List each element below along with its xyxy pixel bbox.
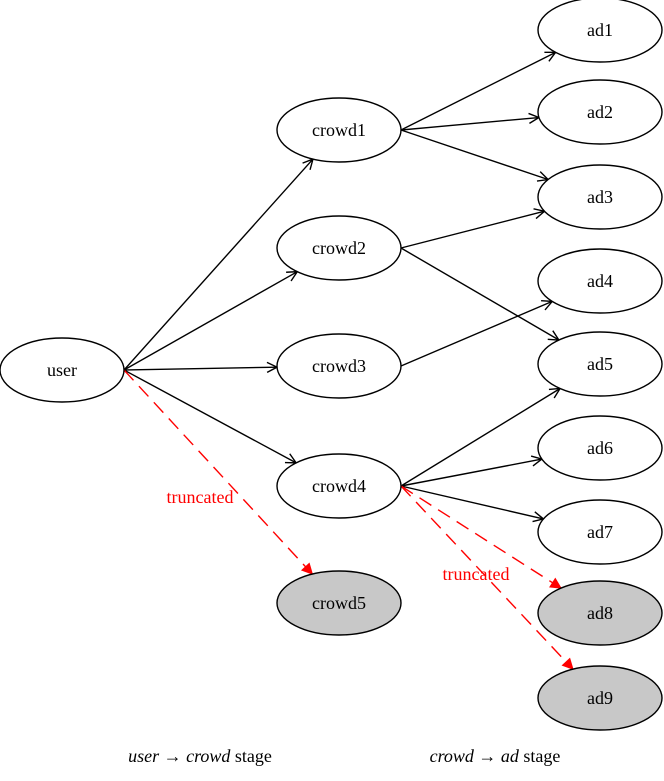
node-ad4-shape [537, 248, 663, 314]
node-ad1: ad1 [537, 0, 663, 63]
node-ad1-shape [537, 0, 663, 63]
edge-crowd3-ad4 [400, 301, 552, 367]
node-crowd3: crowd3 [276, 333, 402, 399]
stage2-caption: crowd → ad stage [430, 746, 561, 766]
edge-crowd4-ad7 [400, 485, 543, 519]
edge-user-crowd5 [123, 369, 312, 574]
node-crowd4: crowd4 [276, 453, 402, 519]
node-ad8-label: ad8 [587, 603, 613, 623]
edge-user-crowd2 [123, 272, 297, 371]
node-ad7-shape [537, 499, 663, 565]
node-ad6: ad6 [537, 415, 663, 481]
edge-user-crowd4 [123, 369, 296, 463]
node-ad1-label: ad1 [587, 20, 613, 40]
edge-crowd1-ad2 [400, 118, 539, 131]
edge-crowd4-ad6 [400, 459, 542, 487]
node-crowd4-shape [276, 453, 402, 519]
stage2-caption-to: ad [501, 746, 520, 766]
node-user-label: user [47, 360, 77, 380]
node-crowd2: crowd2 [276, 215, 402, 281]
node-user: user [0, 337, 125, 403]
edge-crowd1-ad1 [400, 52, 556, 131]
node-ad4: ad4 [537, 248, 663, 314]
node-ad3: ad3 [537, 164, 663, 230]
node-ad2-shape [537, 79, 663, 145]
edge-user-crowd3 [123, 367, 277, 370]
node-ad8-shape [537, 580, 663, 646]
node-ad8: ad8 [537, 580, 663, 646]
edge-crowd1-ad3 [400, 129, 548, 180]
node-ad2: ad2 [537, 79, 663, 145]
edges [123, 52, 573, 669]
node-crowd3-label: crowd3 [312, 356, 366, 376]
node-crowd1-label: crowd1 [312, 120, 366, 140]
node-crowd5: crowd5 [276, 570, 402, 636]
node-ad9-label: ad9 [587, 688, 613, 708]
node-crowd2-shape [276, 215, 402, 281]
node-crowd5-shape [276, 570, 402, 636]
node-ad7-label: ad7 [587, 522, 613, 542]
node-ad4-label: ad4 [587, 271, 613, 291]
node-crowd1: crowd1 [276, 97, 402, 163]
stage2-caption-suffix: stage [523, 746, 560, 766]
node-ad7: ad7 [537, 499, 663, 565]
edge-crowd4-ad9 [400, 485, 573, 669]
node-ad3-shape [537, 164, 663, 230]
edge-crowd2-ad3 [400, 211, 544, 249]
node-ad2-label: ad2 [587, 102, 613, 122]
truncated-label-stage1: truncated [167, 487, 234, 507]
stage1-caption: user → crowd stage [128, 746, 272, 766]
edge-crowd4-ad5 [400, 388, 560, 487]
node-ad6-shape [537, 415, 663, 481]
nodes: user crowd1 crowd2 crowd3 crowd4 crowd5 ad1 ad2… [0, 0, 663, 731]
stage2-caption-from: crowd [430, 746, 475, 766]
node-ad5-shape [537, 331, 663, 397]
node-crowd5-label: crowd5 [312, 593, 366, 613]
node-ad3-label: ad3 [587, 187, 613, 207]
edge-crowd2-ad5 [400, 247, 559, 340]
stage1-caption-to: crowd [186, 746, 231, 766]
node-crowd2-label: crowd2 [312, 238, 366, 258]
node-ad5-label: ad5 [587, 354, 613, 374]
node-crowd3-shape [276, 333, 402, 399]
stage2-caption-arrow: → [478, 746, 496, 766]
truncated-label-stage2: truncated [443, 564, 510, 584]
stage1-caption-from: user [128, 746, 160, 766]
node-ad6-label: ad6 [587, 438, 613, 458]
node-ad9: ad9 [537, 665, 663, 731]
node-ad9-shape [537, 665, 663, 731]
node-ad5: ad5 [537, 331, 663, 397]
node-crowd4-label: crowd4 [312, 476, 366, 496]
edge-crowd4-ad8 [400, 485, 561, 588]
stage1-caption-arrow: → [164, 746, 182, 766]
edge-user-crowd1 [123, 159, 313, 371]
node-crowd1-shape [276, 97, 402, 163]
node-user-shape [0, 337, 125, 403]
stage1-caption-suffix: stage [235, 746, 272, 766]
